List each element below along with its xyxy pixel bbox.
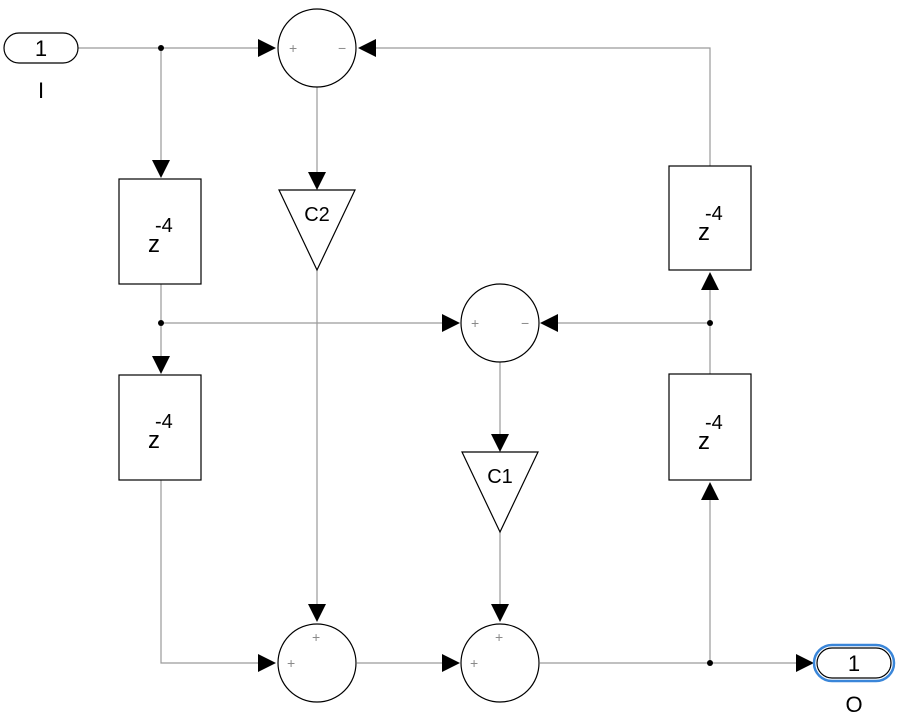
- wire-delay-c-to-sum-top[interactable]: [372, 47, 711, 166]
- arrow-into-delay-d: [701, 482, 719, 500]
- outport-number: 1: [848, 651, 860, 676]
- sum-sign: +: [287, 655, 295, 671]
- inport-block[interactable]: 1 I: [3, 32, 79, 103]
- sum-sign: +: [289, 40, 297, 56]
- sum-sign: +: [495, 629, 503, 645]
- outport-block[interactable]: 1 O: [812, 643, 896, 717]
- sum-block-bottom-right[interactable]: + +: [460, 623, 540, 703]
- arrow-into-sum-br-left: [442, 654, 460, 672]
- sum-sign: +: [470, 655, 478, 671]
- sum-sign: +: [471, 315, 479, 331]
- branch-dot: [707, 660, 713, 666]
- arrow-into-sum-br-top: [491, 604, 509, 622]
- arrow-into-c1: [491, 434, 509, 452]
- branch-points: [158, 45, 713, 666]
- wire-delay-a-to-sum-mid[interactable]: [160, 284, 447, 324]
- delay-exponent: -4: [155, 411, 173, 433]
- arrow-into-delay-c: [701, 272, 719, 290]
- arrow-into-outport: [796, 654, 814, 672]
- arrow-into-sum-mid-right: [540, 314, 558, 332]
- outport-label: O: [845, 692, 862, 717]
- branch-dot: [707, 320, 713, 326]
- gain-label: C2: [304, 204, 330, 226]
- sum-sign: −: [521, 315, 529, 331]
- delay-block-b[interactable]: z -4: [118, 374, 202, 481]
- sum-sign: −: [338, 40, 346, 56]
- delay-base: z: [148, 231, 160, 258]
- delay-exponent: -4: [705, 412, 723, 434]
- arrow-into-delay-b: [152, 356, 170, 374]
- sum-block-top[interactable]: + −: [277, 8, 357, 88]
- delay-base: z: [698, 428, 710, 455]
- delay-exponent: -4: [155, 215, 173, 237]
- gain-block-c2[interactable]: C2: [278, 189, 356, 272]
- sum-sign: +: [312, 629, 320, 645]
- arrow-into-sum-top-left: [258, 39, 276, 57]
- sum-block-bottom-left[interactable]: + +: [277, 623, 357, 703]
- arrow-into-sum-bl-left: [258, 654, 276, 672]
- branch-dot: [158, 320, 164, 326]
- delay-block-c[interactable]: z -4: [668, 165, 752, 271]
- arrowheads: [152, 39, 814, 672]
- arrow-into-sum-top-right: [358, 39, 376, 57]
- delay-block-d[interactable]: z -4: [668, 373, 752, 481]
- delay-base: z: [698, 219, 710, 246]
- delay-block-a[interactable]: z -4: [118, 178, 202, 285]
- signal-lines: [78, 47, 800, 664]
- inport-number: 1: [35, 36, 47, 61]
- arrow-into-sum-bl-top: [308, 604, 326, 622]
- inport-label: I: [38, 78, 44, 103]
- gain-label: C1: [487, 466, 513, 488]
- gain-block-c1[interactable]: C1: [461, 451, 539, 534]
- delay-exponent: -4: [705, 203, 723, 225]
- arrow-into-delay-a: [152, 160, 170, 178]
- sum-block-mid[interactable]: + −: [460, 283, 540, 363]
- arrow-into-c2: [308, 172, 326, 190]
- branch-dot: [158, 45, 164, 51]
- wire-delay-b-to-sum-bl[interactable]: [160, 480, 262, 664]
- arrow-into-sum-mid-left: [442, 314, 460, 332]
- delay-base: z: [148, 427, 160, 454]
